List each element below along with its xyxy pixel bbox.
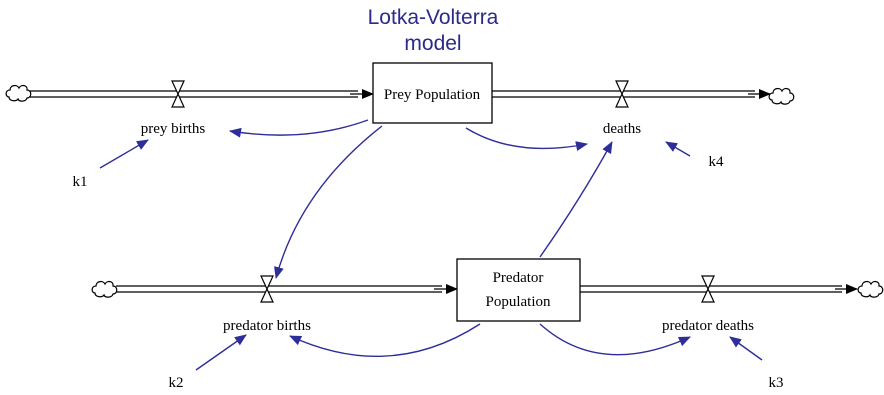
predator-inflow-pipe: [116, 284, 458, 294]
predator-deaths-label: predator deaths: [662, 318, 754, 334]
prey-births-label: prey births: [141, 121, 206, 137]
link-prey-to-prey-births: [229, 119, 369, 138]
link-prey-to-deaths: [465, 127, 588, 152]
predator-births-label: predator births: [223, 318, 311, 334]
k4-label: k4: [709, 154, 725, 170]
link-k2-to-predator-births: [195, 334, 247, 371]
k3-label: k3: [769, 375, 784, 391]
k2-label: k2: [169, 375, 184, 391]
valve-icon: [615, 80, 629, 108]
link-k4-to-deaths: [665, 141, 691, 157]
link-k1-to-prey-births: [99, 139, 149, 169]
k1-label: k1: [73, 174, 88, 190]
cloud-icon: [857, 280, 884, 298]
cloud-icon: [91, 280, 118, 298]
link-prey-to-predator-births: [274, 125, 383, 279]
predator-population-label-line1: Predator: [493, 270, 544, 286]
title-line1: Lotka-Volterra: [368, 6, 499, 29]
valve-icon: [701, 275, 715, 303]
valve-icon: [171, 80, 185, 108]
predator-outflow-pipe: [580, 284, 858, 294]
prey-population-label: Prey Population: [384, 87, 481, 103]
cloud-icon: [5, 84, 32, 102]
deaths-label: deaths: [603, 121, 641, 137]
link-predator-to-deaths: [539, 141, 613, 258]
predator-population-stock: Predator Population: [456, 258, 581, 322]
link-predator-to-predator-births: [289, 323, 481, 357]
link-predator-to-predator-deaths: [539, 323, 691, 356]
valve-icon: [260, 275, 274, 303]
title-line2: model: [404, 32, 461, 55]
prey-population-stock: Prey Population: [372, 62, 493, 124]
prey-inflow-pipe: [30, 89, 374, 99]
prey-outflow-pipe: [492, 89, 771, 99]
cloud-icon: [768, 87, 795, 105]
predator-population-label-line2: Population: [485, 294, 551, 310]
link-k3-to-predator-deaths: [729, 336, 763, 361]
